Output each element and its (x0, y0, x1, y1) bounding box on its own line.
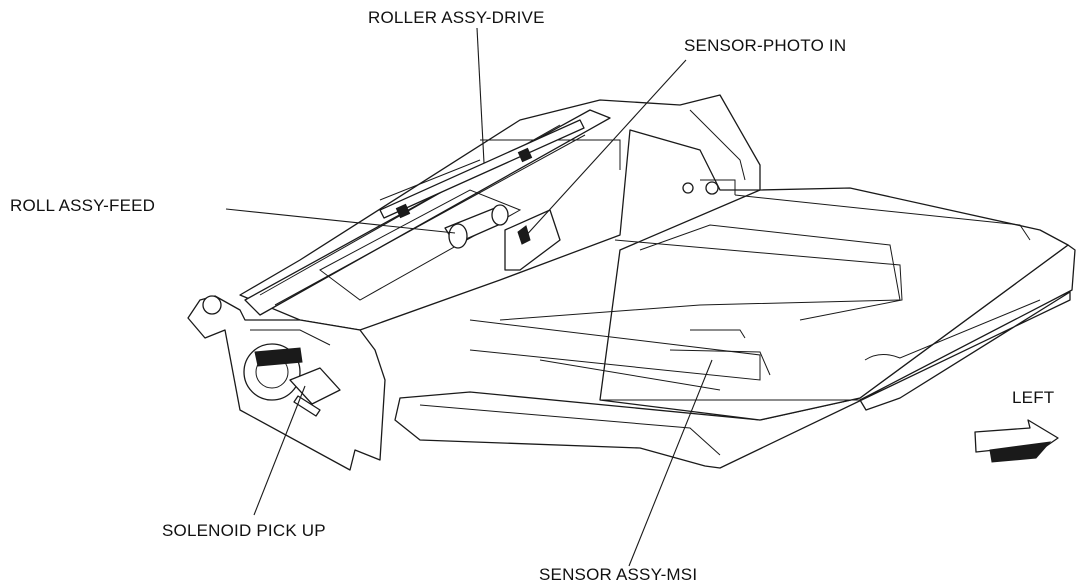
drive-roller (379, 119, 585, 219)
leader-sensor-assy-msi (628, 359, 713, 567)
label-sensor-photo-in: SENSOR-PHOTO IN (684, 36, 847, 55)
leader-sensor-photo-in (521, 59, 687, 241)
label-sensor-assy-msi: SENSOR ASSY-MSI (539, 565, 698, 584)
direction-arrow-icon (974, 419, 1059, 463)
tray-body (394, 187, 1076, 469)
label-roll-assy-feed: ROLL ASSY-FEED (10, 196, 156, 215)
side-frame (187, 295, 386, 471)
label-roller-assy-drive: ROLLER ASSY-DRIVE (368, 8, 545, 27)
leader-roller-assy-drive (476, 27, 485, 164)
photo-sensor (504, 209, 561, 271)
label-solenoid-pick-up: SOLENOID PICK UP (162, 521, 326, 540)
leader-roll-assy-feed (225, 208, 456, 234)
leader-lines (225, 27, 713, 567)
feed-roll (444, 204, 509, 249)
label-direction-left: LEFT (1012, 388, 1055, 407)
leader-solenoid-pick-up (253, 385, 306, 516)
